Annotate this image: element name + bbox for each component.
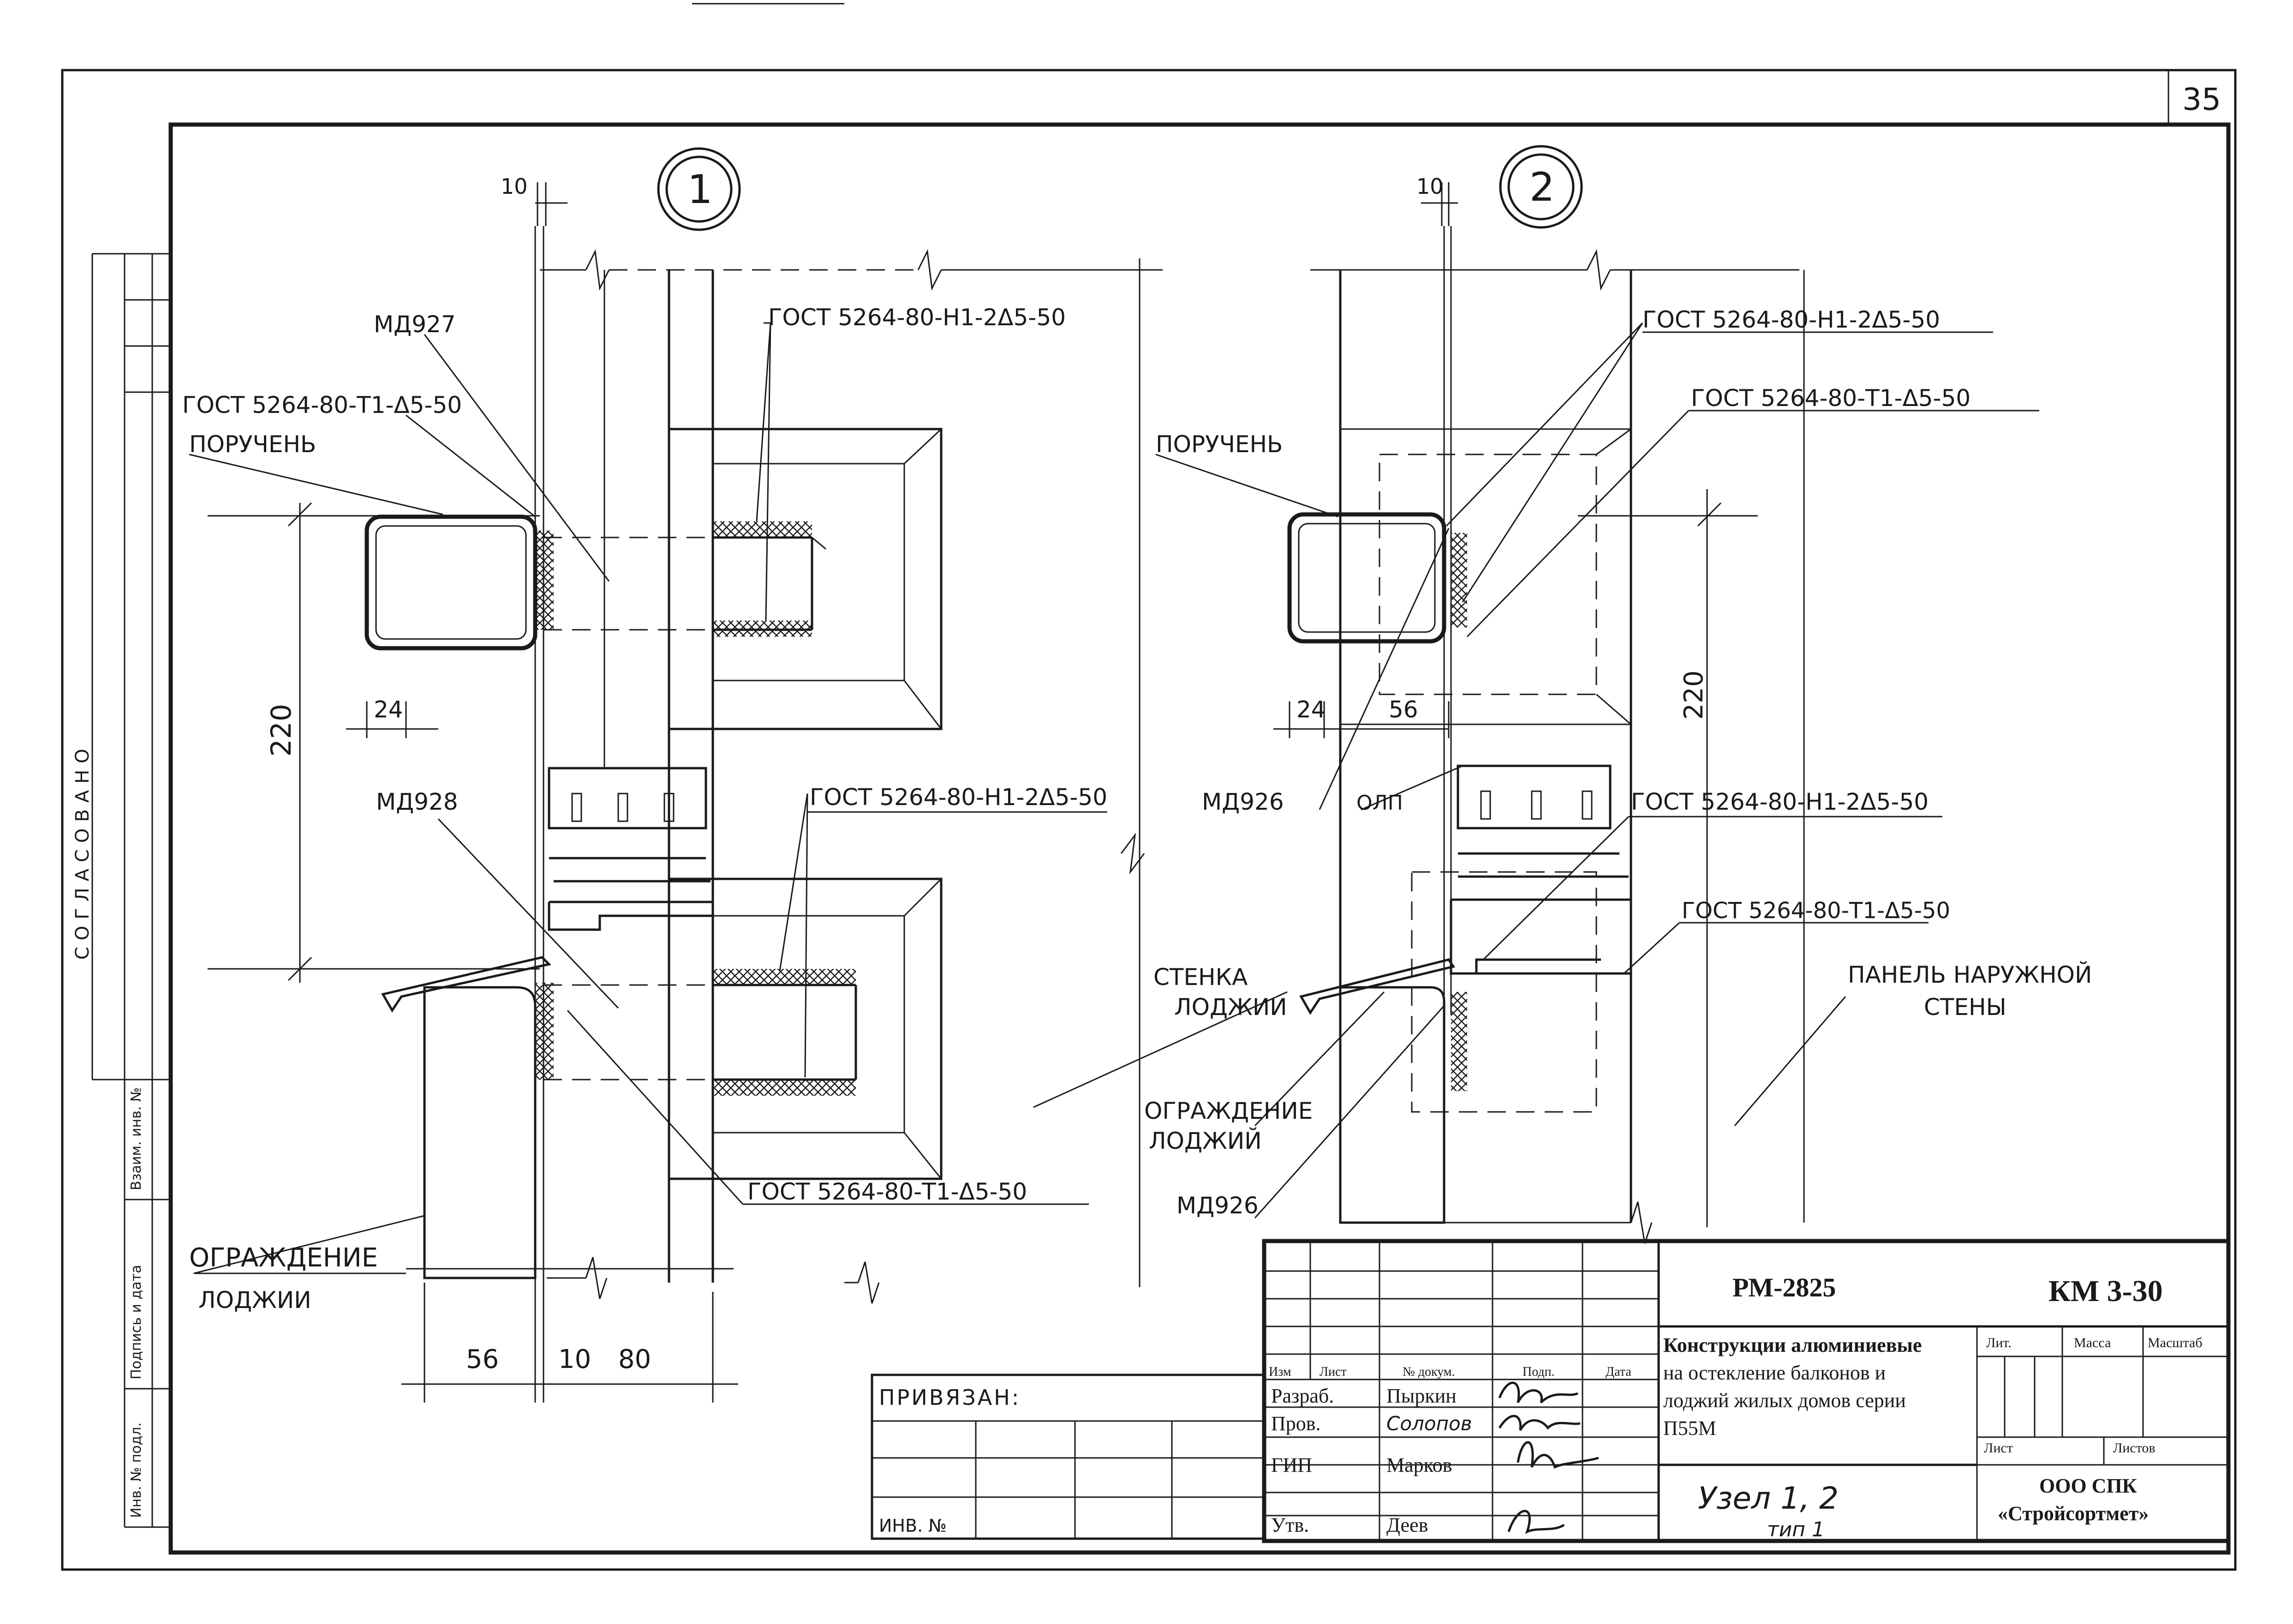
detail-1-label-md928: МД928 — [376, 788, 458, 815]
header-data: Дата — [1606, 1365, 1631, 1379]
detail-1-marker: 1 — [687, 167, 713, 213]
detail-1-label-gost-h1-top: ГОСТ 5264-80-Н1-2Δ5-50 — [768, 304, 1066, 331]
name-developer: Пыркин — [1386, 1385, 1457, 1407]
detail-2-geometry — [1155, 145, 2039, 1244]
org-line1: ООО СПК — [2039, 1475, 2137, 1497]
detail-2-label-fence-line1: ОГРАЖДЕНИЕ — [1144, 1098, 1313, 1124]
detail-2-label-gost-t1-top: ГОСТ 5264-80-Т1-Δ5-50 — [1691, 385, 1971, 412]
detail-2-label-olp: ОЛП — [1356, 791, 1403, 815]
detail-1-dim-24: 24 — [374, 696, 403, 723]
sheet-frame — [61, 3, 2237, 1571]
detail-1-label-wall-line2: ЛОДЖИИ — [1174, 994, 1287, 1021]
role-approver: Утв. — [1271, 1514, 1309, 1536]
list-header: Лист — [1984, 1440, 2013, 1456]
detail-1-label-gost-t1-top: ГОСТ 5264-80-Т1-Δ5-50 — [182, 392, 462, 418]
detail-1-geometry — [189, 147, 1288, 1403]
detail-2-dim-220: 220 — [1679, 670, 1709, 720]
doc-code: РМ-2825 — [1732, 1272, 1836, 1302]
binding-inv: ИНВ. № — [879, 1516, 947, 1536]
detail-2-label-gost-t1-mid: ГОСТ 5264-80-Т1-Δ5-50 — [1682, 898, 1950, 924]
title-block — [1262, 1239, 2231, 1543]
detail-2-label-gost-h1-top: ГОСТ 5264-80-Н1-2Δ5-50 — [1642, 306, 1940, 333]
side-stamp — [91, 253, 171, 1528]
role-developer: Разраб. — [1271, 1385, 1334, 1407]
name-chief: Марков — [1386, 1454, 1452, 1476]
page-number: 35 — [2182, 82, 2221, 117]
detail-2-marker: 2 — [1529, 164, 1555, 210]
detail-2-label-handrail: ПОРУЧЕНЬ — [1156, 431, 1283, 458]
detail-1-label-gost-t1-bottom: ГОСТ 5264-80-Т1-Δ5-50 — [747, 1178, 1027, 1205]
sheet-code: КМ 3-30 — [2048, 1274, 2163, 1308]
approved-label: СОГЛАСОВАНО — [72, 742, 93, 960]
stamp-inv-mutual: Взаим. инв. № — [128, 1087, 144, 1190]
lit-header: Лит. — [1986, 1335, 2012, 1350]
detail-1-dim-10: 10 — [558, 1344, 591, 1374]
header-ndoc: № докум. — [1403, 1365, 1455, 1379]
detail-2-dim-56: 56 — [1389, 696, 1418, 723]
role-chief: ГИП — [1271, 1454, 1312, 1476]
description-line2: на остекление балконов и — [1663, 1361, 1886, 1384]
detail-2-label-md926-bottom: МД926 — [1176, 1192, 1259, 1219]
detail-1-label-md927: МД927 — [374, 311, 456, 338]
stamp-inv-orig: Инв. № подл. — [128, 1422, 144, 1518]
node-type: тип 1 — [1767, 1518, 1825, 1541]
detail-2-label-fence-line2: ЛОДЖИЙ — [1149, 1127, 1262, 1154]
detail-1-label-wall-line1: СТЕНКА — [1153, 964, 1248, 991]
detail-1-label-handrail: ПОРУЧЕНЬ — [189, 431, 316, 458]
signatures — [1498, 1381, 1599, 1534]
name-checker: Солопов — [1386, 1412, 1472, 1435]
detail-1-dim-220: 220 — [265, 704, 298, 757]
header-podp: Подп. — [1523, 1365, 1555, 1379]
description-line3: лоджий жилых домов серии — [1663, 1389, 1906, 1412]
detail-1-label-fence-line1: ОГРАЖДЕНИЕ — [189, 1243, 378, 1273]
stamp-signature-date: Подпись и дата — [128, 1265, 144, 1380]
detail-1-dim-56: 56 — [466, 1344, 499, 1374]
scale-header: Масштаб — [2148, 1335, 2202, 1350]
detail-2-label-panel-line1: ПАНЕЛЬ НАРУЖНОЙ — [1848, 961, 2092, 988]
detail-2-label-panel-line2: СТЕНЫ — [1924, 994, 2006, 1021]
node-name: Узел 1, 2 — [1698, 1481, 1839, 1516]
header-list: Лист — [1320, 1365, 1347, 1379]
description-line1: Конструкции алюминиевые — [1663, 1334, 1922, 1356]
role-checker: Пров. — [1271, 1412, 1321, 1435]
detail-2-label-md926-top: МД926 — [1202, 788, 1284, 815]
detail-1-label-fence-line2: ЛОДЖИИ — [198, 1287, 311, 1314]
listov-header: Листов — [2113, 1440, 2156, 1456]
binding-title: ПРИВЯЗАН: — [879, 1385, 1021, 1410]
detail-1-dim-top: 10 — [501, 174, 528, 199]
header-izm: Изм — [1269, 1365, 1291, 1379]
detail-1-dim-80: 80 — [618, 1344, 651, 1374]
detail-2-dim-24: 24 — [1296, 696, 1326, 723]
name-approver: Деев — [1386, 1514, 1428, 1536]
mass-header: Масса — [2074, 1335, 2111, 1350]
detail-2-dim-top: 10 — [1416, 174, 1444, 199]
detail-2-label-gost-h1-mid: ГОСТ 5264-80-Н1-2Δ5-50 — [1631, 788, 1929, 815]
description-line4: П55М — [1663, 1417, 1716, 1439]
org-line2: «Стройсортмет» — [1998, 1502, 2149, 1525]
detail-1-label-gost-h1-mid: ГОСТ 5264-80-Н1-2Δ5-50 — [810, 784, 1107, 811]
